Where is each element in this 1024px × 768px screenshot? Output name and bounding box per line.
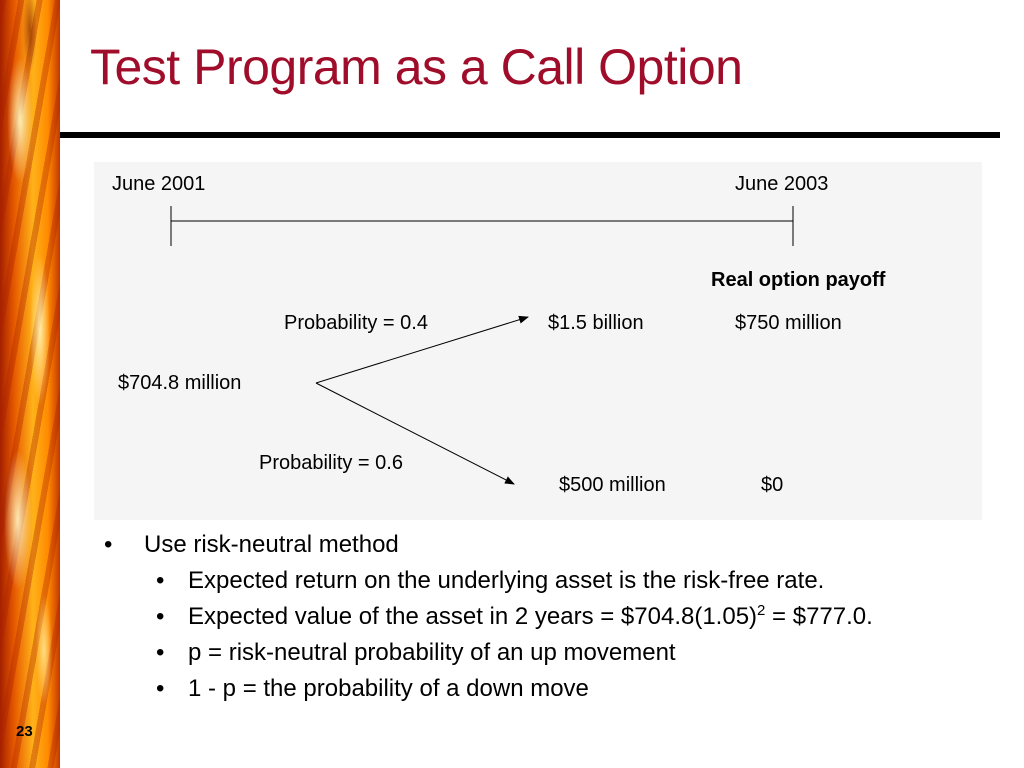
flame-decoration-strip	[0, 0, 60, 768]
bullet-sub-text: Expected return on the underlying asset …	[188, 567, 825, 594]
bullet-sub-1: • Expected return on the underlying asse…	[104, 566, 1004, 596]
bullet-sub-text: p = risk-neutral probability of an up mo…	[188, 639, 676, 666]
slide-title: Test Program as a Call Option	[90, 39, 743, 95]
exponent: 2	[757, 602, 766, 619]
bullet-dot: •	[156, 603, 165, 630]
bullet-sub-4: • 1 - p = the probability of a down move	[104, 674, 1004, 704]
bullet-dot: •	[104, 531, 113, 558]
up-branch-arrow	[315, 315, 529, 384]
bullet-sub-text: Expected value of the asset in 2 years =…	[188, 603, 758, 630]
payoff-header: Real option payoff	[711, 269, 886, 291]
down-payoff-value: $0	[761, 474, 783, 496]
title-divider	[60, 132, 1000, 138]
bullet-sub-3: • p = risk-neutral probability of an up …	[104, 638, 1004, 668]
bullet-main-text: Use risk-neutral method	[144, 531, 399, 558]
bullet-dot: •	[156, 675, 165, 702]
down-asset-value: $500 million	[559, 474, 666, 496]
up-probability-label: Probability = 0.4	[284, 312, 428, 334]
down-branch-arrow	[315, 382, 515, 485]
diagram-panel: June 2001 June 2003 Real option payoff P…	[94, 162, 982, 520]
bullet-main: • Use risk-neutral method	[104, 530, 1004, 560]
current-value-label: $704.8 million	[118, 372, 241, 394]
bullet-dot: •	[156, 567, 165, 594]
bullet-dot: •	[156, 639, 165, 666]
bullet-sub-text-cont: = $777.0.	[765, 603, 873, 630]
end-date-label: June 2003	[735, 173, 828, 195]
slide-number: 23	[16, 723, 33, 740]
start-date-label: June 2001	[112, 173, 205, 195]
bullet-sub-2: • Expected value of the asset in 2 years…	[104, 602, 1004, 632]
binomial-tree-diagram: June 2001 June 2003 Real option payoff P…	[112, 173, 886, 496]
up-asset-value: $1.5 billion	[548, 312, 644, 334]
down-probability-label: Probability = 0.6	[259, 452, 403, 474]
up-payoff-value: $750 million	[735, 312, 842, 334]
bullet-sub-text: 1 - p = the probability of a down move	[188, 675, 589, 702]
bullet-list: • Use risk-neutral method • Expected ret…	[104, 530, 1004, 710]
